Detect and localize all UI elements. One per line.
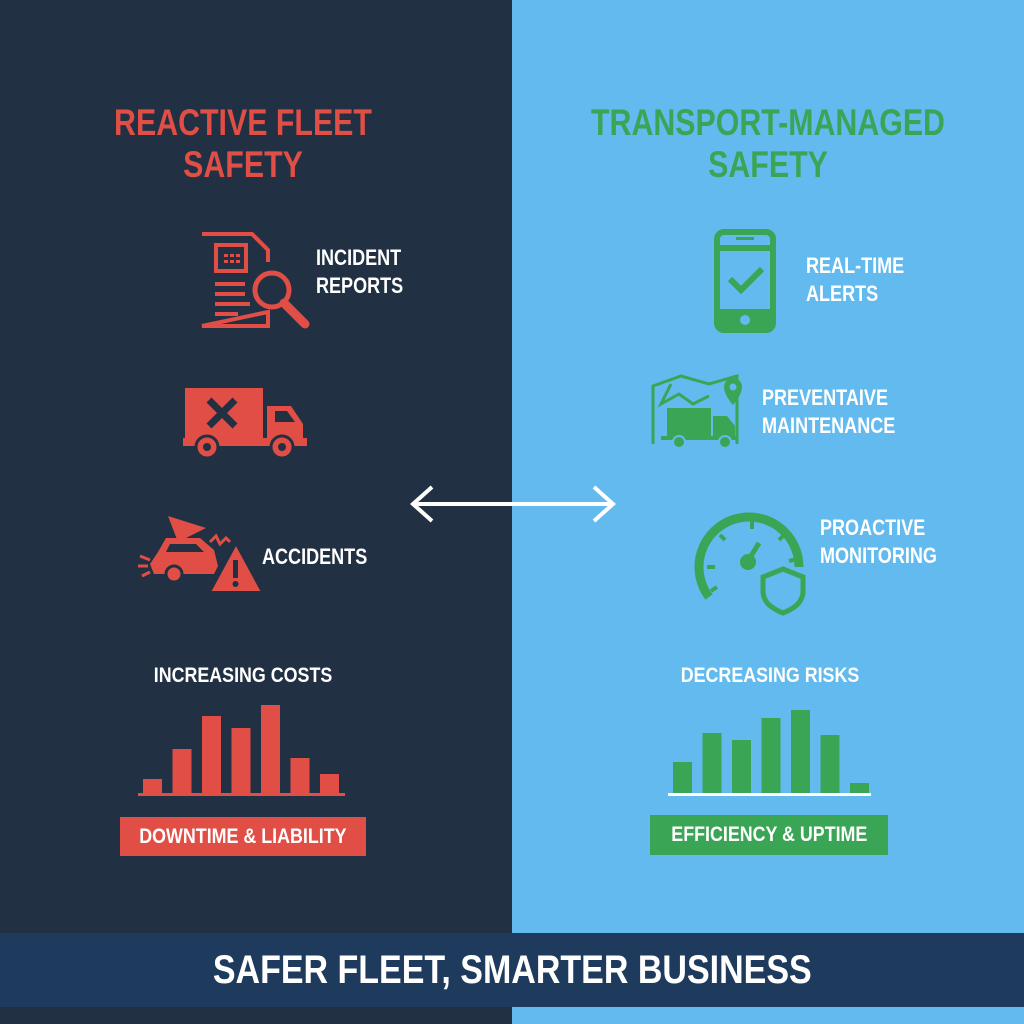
footer-text: SAFER FLEET, SMARTER BUSINESS: [212, 947, 812, 992]
costs-bar: [143, 779, 162, 793]
decreasing-risks-title: DECREASING RISKS: [680, 664, 860, 687]
label-line2: MAINTENANCE: [762, 413, 896, 438]
double-arrow-icon: [410, 485, 616, 523]
right-title-line2: SAFETY: [708, 144, 828, 185]
tag-text: EFFICIENCY & UPTIME: [670, 823, 868, 846]
label-line1: INCIDENT: [316, 245, 402, 270]
document-search-icon: [201, 232, 310, 329]
increasing-costs-title: INCREASING COSTS: [153, 664, 333, 687]
gauge-shield-icon: [694, 512, 806, 616]
costs-bar: [172, 749, 192, 793]
label-line1: PROACTIVE: [820, 515, 926, 540]
risks-bar: [820, 735, 840, 793]
footer-banner: SAFER FLEET, SMARTER BUSINESS: [0, 933, 1024, 1007]
efficiency-uptime-tag: EFFICIENCY & UPTIME: [650, 815, 888, 855]
truck-x-icon: [183, 388, 307, 460]
costs-bar: [202, 716, 221, 793]
car-crash-warning-icon: [138, 516, 264, 593]
label-line2: MONITORING: [820, 543, 937, 568]
left-title-line1: REACTIVE FLEET: [114, 102, 372, 143]
tag-text: DOWNTIME & LIABILITY: [139, 824, 347, 848]
risks-bar: [761, 718, 781, 793]
right-title: TRANSPORT-MANAGED SAFETY: [563, 102, 973, 186]
costs-bar: [290, 758, 310, 793]
preventive-maintenance-label: PREVENTAIVE MAINTENANCE: [762, 384, 895, 440]
risks-bar: [791, 710, 810, 793]
risks-bar: [702, 733, 722, 793]
right-title-line1: TRANSPORT-MANAGED: [591, 102, 945, 143]
real-time-alerts-label: REAL-TIME ALERTS: [806, 252, 904, 308]
risks-axis: [668, 793, 871, 796]
left-title: REACTIVE FLEET SAFETY: [38, 102, 448, 186]
label-line2: REPORTS: [316, 273, 404, 298]
label-line1: PREVENTAIVE: [762, 385, 888, 410]
label-line2: ALERTS: [806, 281, 879, 306]
decreasing-risks-chart: [668, 710, 871, 796]
costs-bar: [231, 728, 251, 793]
downtime-liability-tag: DOWNTIME & LIABILITY: [120, 817, 366, 856]
phone-check-icon: [714, 229, 776, 333]
accidents-label: ACCIDENTS: [262, 543, 367, 571]
label-line1: ACCIDENTS: [262, 544, 368, 569]
map-truck-pin-icon: [651, 374, 742, 449]
risks-bar: [850, 783, 869, 793]
risks-bar: [673, 762, 692, 793]
incident-reports-label: INCIDENT REPORTS: [316, 244, 403, 300]
increasing-costs-chart: [138, 705, 345, 796]
risks-bar: [732, 740, 751, 793]
costs-bar: [261, 705, 280, 793]
label-line1: REAL-TIME: [806, 253, 905, 278]
left-title-line2: SAFETY: [183, 144, 303, 185]
costs-axis: [138, 793, 345, 796]
costs-bar: [320, 774, 339, 793]
proactive-monitoring-label: PROACTIVE MONITORING: [820, 514, 937, 570]
